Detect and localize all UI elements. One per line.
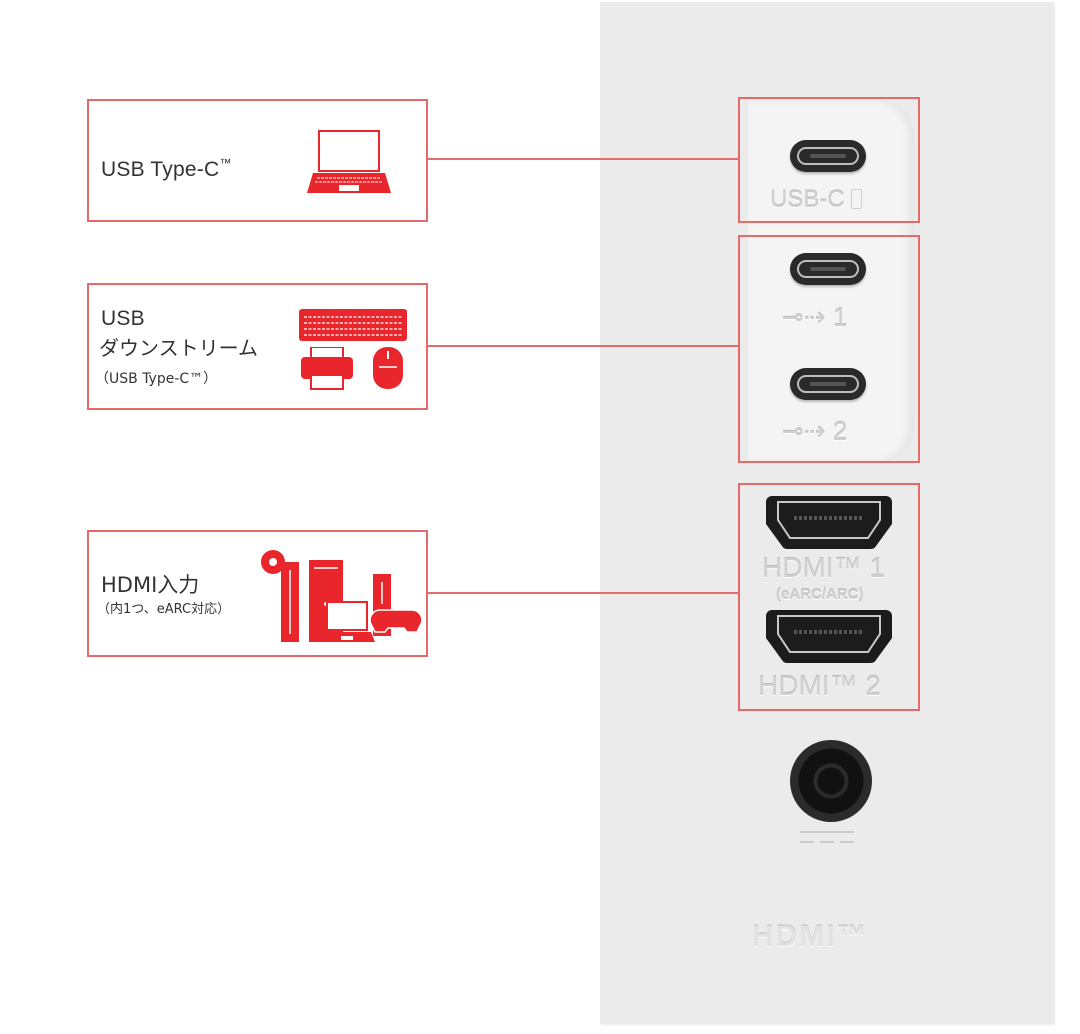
- laptop-icon: [307, 130, 391, 193]
- dc-symbol-solid: [800, 831, 854, 833]
- hdmi-1-label: HDMI™ 1: [762, 552, 885, 583]
- usb-downstream-label-2: ⊸⇢ 2: [782, 416, 848, 446]
- dc-power-jack-icon[interactable]: [790, 740, 872, 822]
- label-usb-downstream-line2: ダウンストリーム: [99, 336, 258, 360]
- battery-icon: [851, 189, 863, 209]
- connector-line-usb-downstream: [426, 345, 738, 347]
- port-box-usb-c: [738, 97, 920, 223]
- usb-c-port-label: USB-C: [770, 186, 863, 214]
- label-usb-downstream-line3: （USB Type-C™）: [95, 371, 218, 387]
- label-hdmi-line1: HDMI入力: [101, 573, 200, 597]
- hdmi-logo: HDMI™: [752, 920, 869, 953]
- hdmi-2-label: HDMI™ 2: [758, 670, 881, 701]
- usb-downstream-label-1: ⊸⇢ 1: [782, 302, 848, 332]
- usb-trident-icon: ⊸⇢: [782, 302, 826, 332]
- port-box-hdmi: [738, 483, 920, 711]
- keyboard-icon: [299, 309, 407, 341]
- usb-downstream-port-1[interactable]: [790, 253, 866, 285]
- port-box-usb-downstream: [738, 235, 920, 463]
- label-hdmi-input: HDMI入力 （内1つ、eARC対応）: [87, 530, 428, 657]
- hdmi-1-sublabel: (eARC/ARC): [776, 586, 864, 603]
- connector-line-hdmi: [426, 592, 738, 594]
- label-usb-c: USB Type-C™: [87, 99, 428, 222]
- disc-player-icon: [261, 550, 299, 642]
- game-console-icon: [369, 574, 423, 636]
- usb-c-port[interactable]: [790, 140, 866, 172]
- label-usb-downstream-line1: USB: [101, 307, 145, 330]
- laptop-icon: [319, 601, 375, 642]
- label-hdmi-line2: （内1つ、eARC対応）: [97, 602, 231, 617]
- label-usb-c-text: USB Type-C™: [101, 156, 232, 181]
- usb-trident-icon: ⊸⇢: [782, 416, 826, 446]
- dc-symbol-dashed: [800, 841, 854, 843]
- usb-downstream-port-2[interactable]: [790, 368, 866, 400]
- hdmi-port-2[interactable]: [764, 608, 894, 666]
- hdmi-port-1[interactable]: [764, 494, 894, 552]
- label-usb-downstream: USB ダウンストリーム （USB Type-C™）: [87, 283, 428, 410]
- printer-icon: [301, 347, 353, 390]
- mouse-icon: [373, 347, 403, 389]
- connector-line-usb-c: [426, 158, 738, 160]
